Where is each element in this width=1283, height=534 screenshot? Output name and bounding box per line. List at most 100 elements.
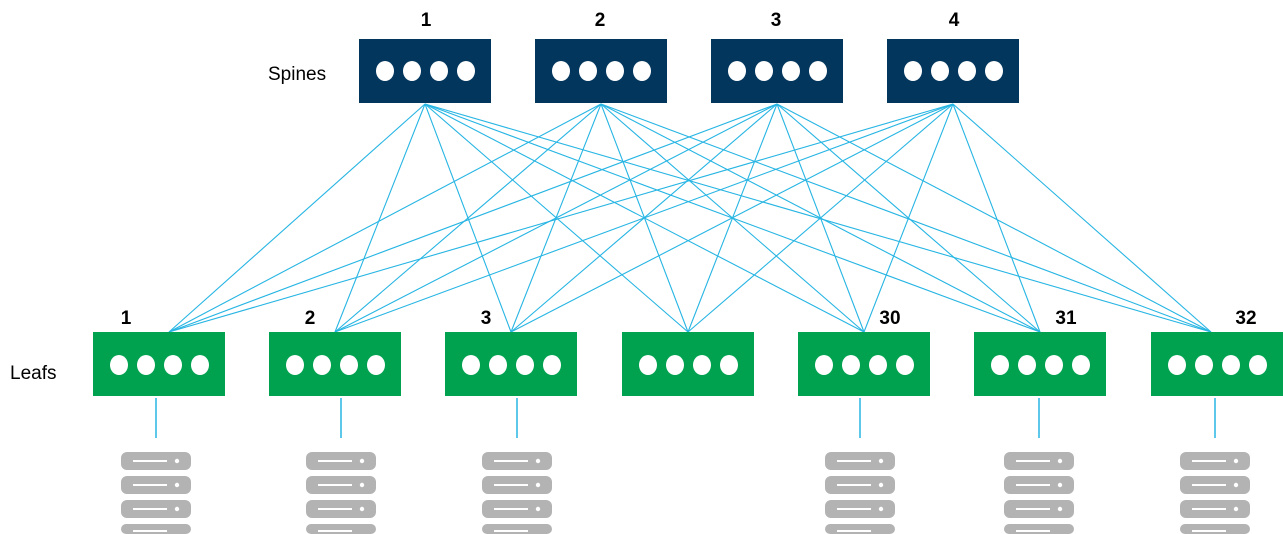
leaf-number-label: 1 [121,308,132,329]
leaf-number-label: 32 [1235,308,1256,329]
port-icon [1072,355,1090,375]
port-icon [1018,355,1036,375]
link-spine4-leaf2 [334,103,954,333]
server-stack-icon [825,452,895,534]
port-icon [462,355,480,375]
leaf-switch-3: 3 [445,308,577,396]
spine-number-label: 4 [949,10,960,31]
port-icon [815,355,833,375]
port-icon [110,355,128,375]
port-icon [1045,355,1063,375]
link-spine1-leaf7 [424,103,1212,333]
port-icon [782,61,800,81]
port-icon [457,61,475,81]
spine-switch-2: 2 [535,10,667,103]
port-icon [1168,355,1186,375]
link-spine4-leaf3 [510,103,954,333]
port-icon [1249,355,1267,375]
port-icon [931,61,949,81]
server-unit [1180,524,1250,534]
servers [121,452,1250,534]
port-icon [340,355,358,375]
port-icon [693,355,711,375]
link-spine2-leaf2 [334,103,602,333]
spine-number-label: 1 [421,10,432,31]
server-unit [306,524,376,534]
spines-tier-label: Spines [268,64,326,85]
port-icon [579,61,597,81]
leaf-number-label: 3 [481,308,492,329]
spine-number-label: 3 [771,10,782,31]
server-stack-icon [1004,452,1074,534]
port-icon [728,61,746,81]
port-icon [666,355,684,375]
spine-switch-3: 3 [711,10,843,103]
leaf-number-label: 30 [879,308,900,329]
port-icon [869,355,887,375]
port-icon [991,355,1009,375]
spine-number-label: 2 [595,10,606,31]
server-unit [121,524,191,534]
server-uplinks [155,398,1216,438]
port-icon [639,355,657,375]
link-spine4-leaf6 [952,103,1041,333]
port-icon [958,61,976,81]
link-spine2-leaf7 [600,103,1212,333]
port-icon [809,61,827,81]
link-spine4-leaf5 [863,103,954,333]
link-spine4-leaf4 [687,103,954,333]
link-spine4-leaf1 [168,103,954,333]
link-spine3-leaf7 [776,103,1212,333]
port-icon [376,61,394,81]
port-icon [137,355,155,375]
leaf-switch-6: 31 [974,308,1106,396]
server-stack-icon [121,452,191,534]
port-icon [403,61,421,81]
leafs-tier-label: Leafs [10,363,56,384]
port-icon [191,355,209,375]
port-icon [367,355,385,375]
leaf-switch-4 [622,332,754,396]
fabric-links [168,103,1212,333]
spine-switch-1: 1 [359,10,491,103]
server-unit [825,524,895,534]
port-icon [164,355,182,375]
leaf-switch-5: 30 [798,308,930,396]
server-stack-icon [1180,452,1250,534]
leaf-switch-7: 32 [1151,308,1283,396]
server-unit [1004,524,1074,534]
leaf-switch-1: 1 [93,308,225,396]
port-icon [755,61,773,81]
link-spine3-leaf2 [334,103,778,333]
spine-switches: 1 2 3 4 [359,10,1019,103]
server-unit [482,524,552,534]
leaf-number-label: 31 [1055,308,1077,329]
port-icon [286,355,304,375]
spine-switch-4: 4 [887,10,1019,103]
port-icon [543,355,561,375]
port-icon [489,355,507,375]
port-icon [313,355,331,375]
link-spine3-leaf1 [168,103,778,333]
port-icon [720,355,738,375]
port-icon [985,61,1003,81]
server-stack-icon [306,452,376,534]
port-icon [633,61,651,81]
port-icon [1222,355,1240,375]
link-spine1-leaf2 [334,103,426,333]
leaf-number-label: 2 [305,308,316,329]
port-icon [904,61,922,81]
port-icon [842,355,860,375]
leaf-switches: 1 2 3 30 31 32 [93,308,1283,396]
port-icon [1195,355,1213,375]
link-spine4-leaf7 [952,103,1212,333]
port-icon [606,61,624,81]
leaf-switch-2: 2 [269,308,401,396]
port-icon [552,61,570,81]
port-icon [516,355,534,375]
link-spine1-leaf1 [168,103,426,333]
link-spine2-leaf1 [168,103,602,333]
port-icon [430,61,448,81]
server-stack-icon [482,452,552,534]
